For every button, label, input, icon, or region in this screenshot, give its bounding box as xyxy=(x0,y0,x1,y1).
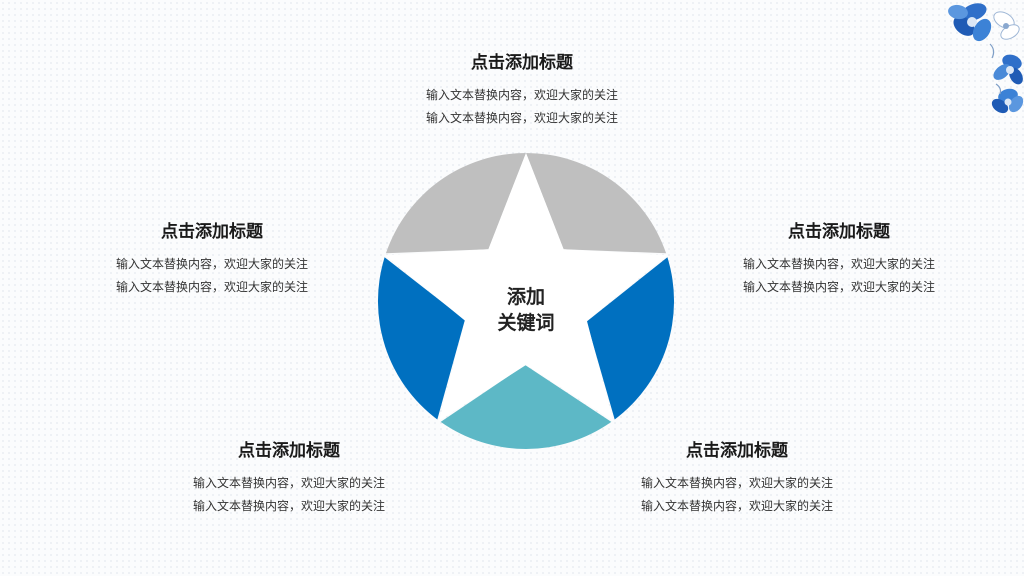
flower-large-icon xyxy=(948,3,992,42)
block-text-line: 输入文本替换内容，欢迎大家的关注 xyxy=(115,280,308,294)
center-keyword-line1: 添加 xyxy=(506,286,545,308)
block-text-line: 输入文本替换内容，欢迎大家的关注 xyxy=(640,476,833,490)
flower-white-icon xyxy=(993,11,1020,40)
block-text-line: 输入文本替换内容，欢迎大家的关注 xyxy=(192,476,385,490)
segment-left-blue xyxy=(377,257,465,420)
block-text-line: 输入文本替换内容，欢迎大家的关注 xyxy=(425,111,618,125)
text-block-bottom-right: 点击添加标题 输入文本替换内容，欢迎大家的关注 输入文本替换内容，欢迎大家的关注 xyxy=(587,438,887,518)
block-text-line: 输入文本替换内容，欢迎大家的关注 xyxy=(115,257,308,271)
center-keyword-label: 添加 关键词 xyxy=(466,284,586,336)
block-text-line: 输入文本替换内容，欢迎大家的关注 xyxy=(640,499,833,513)
block-title: 点击添加标题 xyxy=(238,441,340,461)
block-title: 点击添加标题 xyxy=(471,53,573,73)
block-title: 点击添加标题 xyxy=(686,441,788,461)
leaf-icon xyxy=(989,43,1002,95)
flower-small-icon xyxy=(993,54,1023,85)
segment-top-gray xyxy=(385,153,667,254)
block-title: 点击添加标题 xyxy=(788,222,890,242)
flower-bottom-icon xyxy=(991,88,1024,114)
block-text-line: 输入文本替换内容，欢迎大家的关注 xyxy=(192,499,385,513)
segment-bottom-teal xyxy=(440,365,612,449)
segment-right-blue xyxy=(586,257,675,420)
blue-flower-decoration xyxy=(948,3,1024,114)
text-block-top: 点击添加标题 输入文本替换内容，欢迎大家的关注 输入文本替换内容，欢迎大家的关注 xyxy=(372,50,672,130)
center-star xyxy=(385,153,667,421)
text-block-bottom-left: 点击添加标题 输入文本替换内容，欢迎大家的关注 输入文本替换内容，欢迎大家的关注 xyxy=(139,438,439,518)
block-text-line: 输入文本替换内容，欢迎大家的关注 xyxy=(425,88,618,102)
block-text-line: 输入文本替换内容，欢迎大家的关注 xyxy=(742,257,935,271)
block-text-line: 输入文本替换内容，欢迎大家的关注 xyxy=(742,280,935,294)
block-title: 点击添加标题 xyxy=(161,222,263,242)
center-keyword-line2: 关键词 xyxy=(497,312,555,334)
text-block-right: 点击添加标题 输入文本替换内容，欢迎大家的关注 输入文本替换内容，欢迎大家的关注 xyxy=(689,219,989,299)
text-block-left: 点击添加标题 输入文本替换内容，欢迎大家的关注 输入文本替换内容，欢迎大家的关注 xyxy=(62,219,362,299)
